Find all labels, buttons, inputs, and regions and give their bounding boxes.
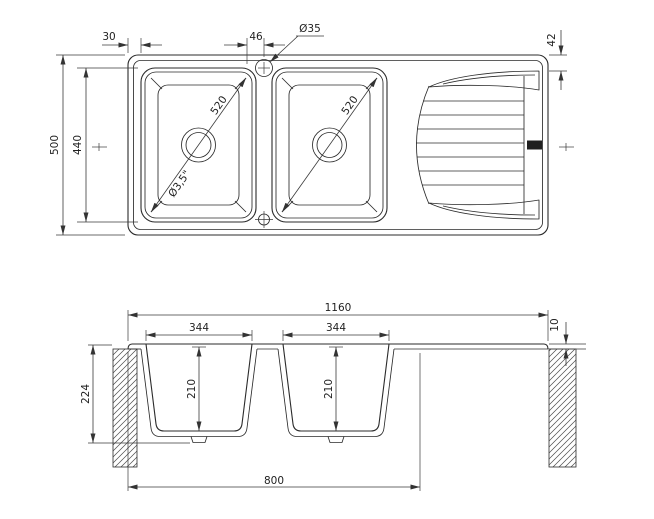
dim-left-bowl-depth-210: 210 (186, 346, 206, 431)
dim-label-210-right: 210 (323, 379, 335, 399)
counter-left (112, 348, 138, 468)
dim-overall-depth-500: 500 (49, 54, 125, 236)
dim-right-bowl-diagonal-520: 520 (281, 77, 378, 213)
dim-edge-offset-30: 30 (102, 31, 162, 53)
sink-section (127, 343, 549, 443)
dim-right-bowl-depth-210: 210 (323, 346, 343, 431)
dim-label-500: 500 (49, 135, 61, 155)
dim-label-344-left: 344 (189, 322, 209, 334)
dim-label-10: 10 (549, 318, 561, 331)
overflow-outlet (527, 140, 542, 150)
dim-tap-diameter-35: Ø35 (269, 23, 324, 63)
drainer-top-wing (428, 70, 540, 91)
sink-outline (127, 54, 549, 236)
section-view: 1160 344 344 10 224 (80, 302, 586, 491)
dim-right-bowl-width-344: 344 (282, 322, 390, 341)
overflow-hole (255, 211, 273, 228)
left-drain-boss (190, 436, 208, 443)
plan-view: 500 440 30 46 Ø35 (49, 23, 574, 236)
dim-label-46: 46 (249, 31, 263, 43)
dim-label-30: 30 (102, 31, 115, 43)
dim-label-800: 800 (264, 475, 284, 487)
dim-label-d35: Ø35 (299, 23, 321, 35)
dim-label-344-right: 344 (326, 322, 346, 334)
dim-bowl-length-440: 440 (72, 67, 138, 223)
dim-label-440: 440 (72, 135, 84, 155)
counter-right (548, 348, 577, 468)
dim-right-edge-42: 42 (546, 30, 567, 90)
dim-label-224: 224 (80, 384, 92, 404)
right-drain-boss (327, 436, 345, 443)
drainer-board (416, 70, 542, 220)
drainer-bottom-wing (428, 199, 540, 220)
dim-overall-width-1160: 1160 (127, 302, 549, 341)
dim-label-1160: 1160 (325, 302, 352, 314)
dim-left-bowl-diagonal-520: 520 Ø3,5" (150, 77, 247, 213)
dim-label-drain-size: Ø3,5" (166, 168, 193, 199)
dim-label-210-left: 210 (186, 379, 198, 399)
dim-left-bowl-width-344: 344 (145, 322, 253, 341)
dim-tap-offset-46: 46 (224, 31, 285, 64)
dim-base-length-800: 800 (127, 352, 421, 491)
dim-overall-height-224: 224 (80, 344, 190, 444)
dim-label-42: 42 (546, 33, 558, 46)
tap-hole (255, 59, 273, 77)
dim-rim-thickness-10: 10 (549, 318, 586, 366)
centerline-marks (92, 143, 574, 151)
